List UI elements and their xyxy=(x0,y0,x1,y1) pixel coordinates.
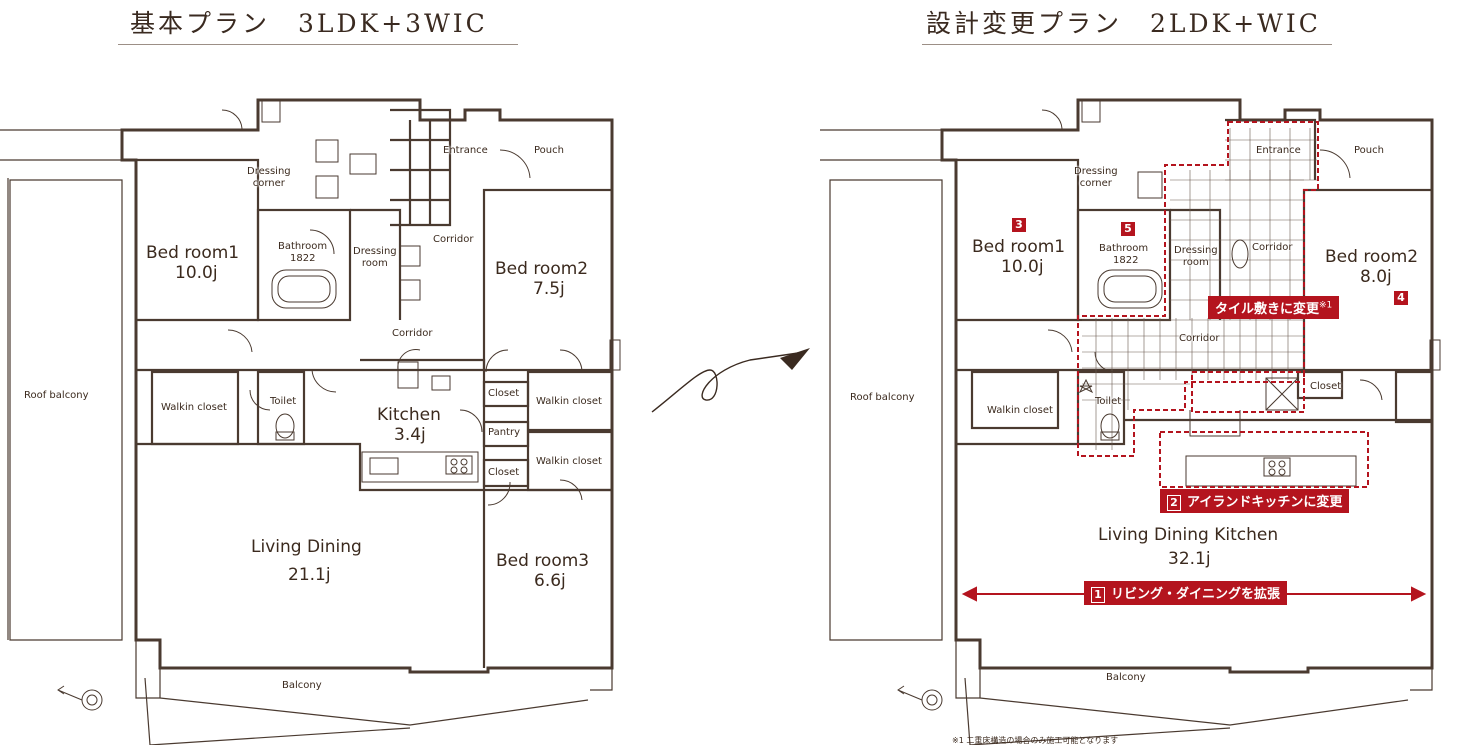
basic-floor-plan-drawing xyxy=(0,98,621,745)
room-label-roof-balcony-modified: Roof balcony xyxy=(850,392,915,403)
room-label-bathroom-modified: Bathroom xyxy=(1099,243,1149,254)
room-label-closet-2: Closet xyxy=(488,467,520,478)
callout-island-text: アイランドキッチンに変更 xyxy=(1187,495,1343,510)
callout-living-text: リビング・ダイニングを拡張 xyxy=(1111,587,1281,602)
change-badge-4: 4 xyxy=(1394,291,1408,305)
room-label-balcony: Balcony xyxy=(282,680,322,691)
room-size-living-dining-kitchen: 32.1j xyxy=(1168,549,1211,569)
room-label-dressing-corner: Dressing corner xyxy=(247,166,291,189)
room-label-bedroom1-modified: Bed room1 xyxy=(972,237,1066,257)
room-label-closet-modified: Closet xyxy=(1310,381,1342,392)
room-label-closet-1: Closet xyxy=(488,388,520,399)
change-arrow xyxy=(640,330,820,424)
room-label-bedroom2: Bed room2 xyxy=(495,259,589,279)
room-label-corridor-modified: Corridor xyxy=(1179,333,1220,344)
room-label-walkin-closet-1: Walkin closet xyxy=(161,402,227,413)
room-label-entrance: Entrance xyxy=(443,145,488,156)
room-label-bedroom3: Bed room3 xyxy=(496,551,590,571)
modified-plan-title-rule xyxy=(922,44,1332,45)
room-label-toilet: Toilet xyxy=(270,396,297,407)
callout-island-kitchen: 2 アイランドキッチンに変更 xyxy=(1160,489,1350,513)
room-label-corridor: Corridor xyxy=(392,328,433,339)
room-label-bedroom2-modified: Bed room2 xyxy=(1325,247,1419,267)
change-badge-5: 5 xyxy=(1121,222,1135,236)
room-size-kitchen: 3.4j xyxy=(394,425,426,445)
room-label-dressing-room: Dressing room xyxy=(353,246,397,269)
basic-plan-title-rule xyxy=(118,44,518,45)
room-label-walkin-closet-3: Walkin closet xyxy=(536,456,602,467)
room-label-bathroom: Bathroom xyxy=(278,241,328,252)
room-size-living-dining: 21.1j xyxy=(288,565,331,585)
room-size-bedroom2: 7.5j xyxy=(533,279,565,299)
room-label-toilet-modified: Toilet xyxy=(1095,396,1122,407)
room-label-pantry: Pantry xyxy=(488,427,520,438)
room-label-dressing-room-modified: Dressing room xyxy=(1174,245,1218,268)
room-label-dressing-corner-modified: Dressing corner xyxy=(1074,166,1118,189)
room-size-bedroom3: 6.6j xyxy=(534,571,566,591)
room-label-walkin-closet-modified: Walkin closet xyxy=(987,405,1053,416)
room-label-walkin-closet-2: Walkin closet xyxy=(536,396,602,407)
room-label-balcony-modified: Balcony xyxy=(1106,672,1146,683)
room-label-corridor-top: Corridor xyxy=(433,234,474,245)
room-label-entrance-modified: Entrance xyxy=(1256,145,1301,156)
room-label-living-dining-kitchen: Living Dining Kitchen xyxy=(1098,525,1279,545)
room-label-pouch-modified: Pouch xyxy=(1354,145,1384,156)
modified-plan-title: 設計変更プラン 2LDK+WIC xyxy=(926,9,1321,38)
room-size-bedroom1: 10.0j xyxy=(175,263,218,283)
room-size-bathroom-modified: 1822 xyxy=(1113,255,1139,266)
curved-arrow-icon xyxy=(651,348,810,413)
callout-tile-floor: タイル敷きに変更※1 xyxy=(1208,296,1340,319)
room-label-bedroom1: Bed room1 xyxy=(146,243,240,263)
callout-tile-note: ※1 xyxy=(1319,300,1333,311)
modified-floor-plan-drawing xyxy=(820,98,1441,745)
room-size-bedroom2-modified: 8.0j xyxy=(1360,267,1392,287)
room-label-roof-balcony: Roof balcony xyxy=(24,390,89,401)
room-label-pouch: Pouch xyxy=(534,145,564,156)
room-size-bedroom1-modified: 10.0j xyxy=(1001,257,1044,277)
modified-floor-plan: Dressing corner Entrance Pouch Bed room1… xyxy=(820,0,1461,745)
callout-tile-text: タイル敷きに変更 xyxy=(1215,302,1320,317)
callout-island-number: 2 xyxy=(1167,495,1181,511)
room-label-corridor-top-modified: Corridor xyxy=(1252,242,1293,253)
change-badge-3: 3 xyxy=(1012,218,1026,232)
room-label-kitchen: Kitchen xyxy=(377,405,441,425)
basic-floor-plan: Dressing corner Entrance Pouch Bed room1… xyxy=(0,0,640,745)
footnote: ※1 二重床構造の場合のみ施工可能となります xyxy=(952,736,1119,745)
room-size-bathroom: 1822 xyxy=(290,253,316,264)
room-label-living-dining: Living Dining xyxy=(251,537,362,557)
callout-living-expansion: 1 リビング・ダイニングを拡張 xyxy=(1084,581,1288,605)
basic-plan-title: 基本プラン 3LDK+3WIC xyxy=(130,9,488,38)
callout-living-number: 1 xyxy=(1091,587,1105,603)
